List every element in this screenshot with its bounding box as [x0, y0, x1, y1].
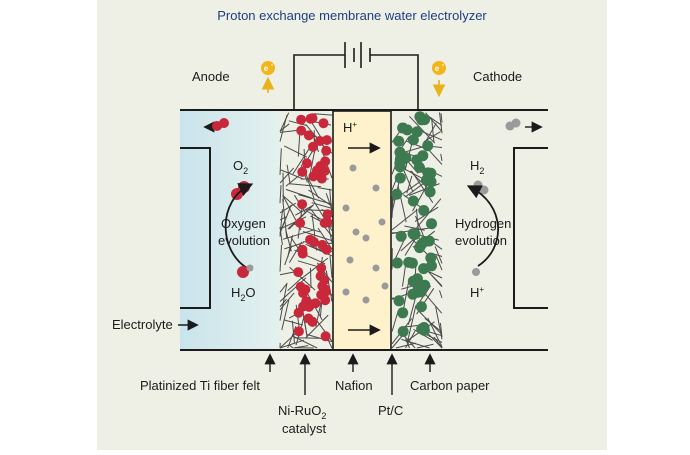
- h2o-symbol-h: H: [231, 285, 240, 300]
- nafion-label: Nafion: [335, 378, 373, 393]
- electron-symbol-right: e: [435, 64, 440, 73]
- electron-symbol-left: e: [264, 64, 269, 73]
- pt-c-particle: [413, 283, 424, 294]
- ni-ruo2-particle: [296, 282, 306, 292]
- ti-fiber: [311, 268, 312, 288]
- electron-charge-left: -: [271, 60, 274, 69]
- pt-c-particle: [403, 257, 414, 268]
- proton-particle: [343, 205, 350, 212]
- ptc-label: Pt/C: [378, 403, 403, 418]
- catalyst-subscript: 2: [321, 411, 326, 421]
- oxygen-evolution-label-2: evolution: [218, 233, 270, 248]
- ni-ruo2-particle: [322, 217, 332, 227]
- ni-ruo2-particle: [297, 199, 307, 209]
- pt-c-particle: [425, 186, 436, 197]
- pt-c-particle: [396, 231, 407, 242]
- anode-label: Anode: [192, 69, 230, 84]
- ni-ruo2-particle: [297, 167, 307, 177]
- pt-c-particle: [394, 295, 405, 306]
- ni-ruo2-particle: [296, 126, 306, 136]
- ni-ruo2-particle: [319, 118, 329, 128]
- proton-particle: [382, 283, 389, 290]
- pt-c-particle: [398, 326, 409, 337]
- pt-c-particle: [408, 196, 419, 207]
- ni-ruo2-particle: [298, 249, 308, 259]
- ni-ruo2-particle: [320, 166, 330, 176]
- ni-ruo2-particle: [295, 218, 305, 228]
- ni-ruo2-particle: [321, 146, 331, 156]
- proton-particle: [373, 185, 380, 192]
- ni-ruo2-particle: [320, 156, 330, 166]
- ni-ruo2-particle: [319, 275, 329, 285]
- pt-c-particle: [408, 134, 419, 145]
- hplus-charge: +: [479, 285, 484, 294]
- pt-c-particle: [424, 236, 435, 247]
- platinized-felt-label: Platinized Ti fiber felt: [140, 378, 260, 393]
- hydrogen-evolution-label-2: evolution: [455, 233, 507, 248]
- pt-c-particle: [414, 242, 425, 253]
- ni-ruo2-particle: [302, 158, 312, 168]
- ni-ruo2-particle: [317, 240, 327, 250]
- cathode-label: Cathode: [473, 69, 522, 84]
- pt-c-particle: [418, 205, 429, 216]
- pt-c-particle: [419, 322, 430, 333]
- carbon-paper-label: Carbon paper: [410, 378, 490, 393]
- pt-c-particle: [423, 167, 434, 178]
- electrolyte-label: Electrolyte: [112, 317, 173, 332]
- h2-symbol: H: [470, 158, 479, 173]
- ni-ruo2-particle: [308, 142, 318, 152]
- proton-particle-icon: [472, 268, 480, 276]
- ni-ruo2-particle: [321, 287, 331, 297]
- proton-particle: [363, 235, 370, 242]
- pt-c-particle: [416, 301, 427, 312]
- diagram-title: Proton exchange membrane water electroly…: [217, 8, 487, 23]
- pt-c-particle: [417, 150, 428, 161]
- proton-particle: [379, 219, 386, 226]
- catalyst-prefix: Ni-RuO: [278, 403, 321, 418]
- h2-subscript: 2: [479, 166, 484, 176]
- proton-symbol: H: [343, 120, 352, 135]
- pt-c-particle: [426, 260, 437, 271]
- pt-c-particle: [397, 123, 408, 134]
- proton-particle: [353, 229, 360, 236]
- pt-c-particle: [416, 114, 427, 125]
- hplus-symbol: H: [470, 285, 479, 300]
- proton-particle: [343, 289, 350, 296]
- ni-ruo2-particle: [308, 113, 318, 123]
- pt-c-particle: [393, 136, 404, 147]
- pt-c-particle: [392, 258, 403, 269]
- pt-c-particle: [397, 307, 408, 318]
- ni-ruo2-particle: [298, 302, 308, 312]
- proton-particle: [347, 257, 354, 264]
- ni-ruo2-particle: [316, 263, 326, 273]
- oxygen-evolution-label-1: Oxygen: [221, 216, 266, 231]
- pt-c-particle: [426, 218, 437, 229]
- pt-c-particle: [409, 229, 420, 240]
- electron-charge-right: -: [442, 60, 445, 69]
- pt-c-particle: [422, 140, 433, 151]
- o2-subscript: 2: [243, 166, 248, 176]
- ni-ruo2-particle: [308, 317, 318, 327]
- proton-particle: [350, 165, 357, 172]
- ni-ruo2-particle: [305, 235, 315, 245]
- nafion-membrane: [333, 111, 391, 350]
- h2o-symbol-o: O: [245, 285, 255, 300]
- proton-particle: [373, 265, 380, 272]
- pt-c-particle: [395, 173, 406, 184]
- catalyst-label-line2: catalyst: [282, 421, 326, 436]
- proton-particle: [363, 297, 370, 304]
- pt-c-particle: [391, 189, 402, 200]
- o2-symbol: O: [233, 158, 243, 173]
- hydrogen-evolution-label-1: Hydrogen: [455, 216, 511, 231]
- proton-charge: +: [352, 120, 357, 129]
- ni-ruo2-particle: [294, 326, 304, 336]
- pt-c-particle: [395, 161, 406, 172]
- ni-ruo2-particle: [321, 331, 331, 341]
- ni-ruo2-particle: [293, 267, 303, 277]
- ni-ruo2-particle: [296, 115, 306, 125]
